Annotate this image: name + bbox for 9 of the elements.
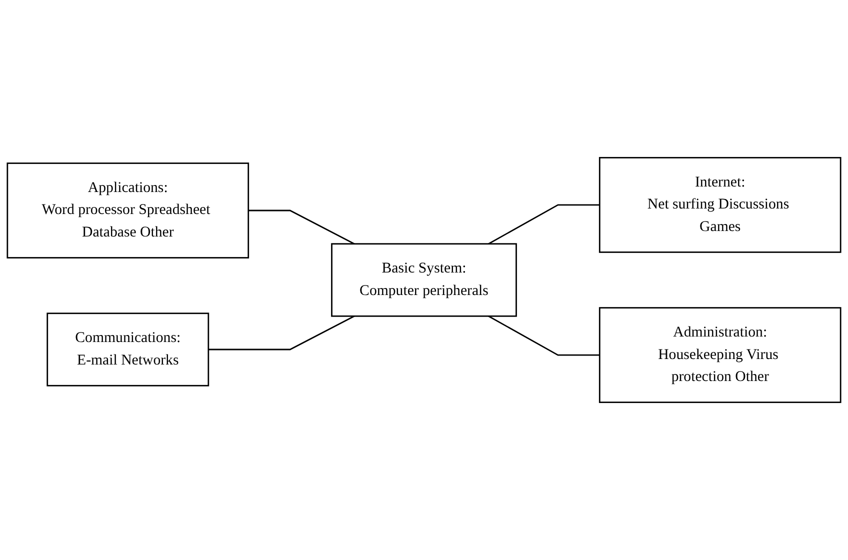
connector: [488, 204, 600, 244]
node-box: Communications: E-mail Networks: [46, 312, 210, 386]
node-box: Internet: Net surfing Discussions Games: [598, 156, 842, 253]
connector: [248, 210, 355, 244]
connector: [208, 316, 355, 350]
connector: [488, 316, 600, 356]
node-box: Basic System: Computer peripherals: [331, 243, 517, 317]
node-box: Applications: Word processor Spreadsheet Database Other: [6, 162, 250, 258]
node-box: Administration: Housekeeping Virus protection Other: [598, 307, 842, 404]
